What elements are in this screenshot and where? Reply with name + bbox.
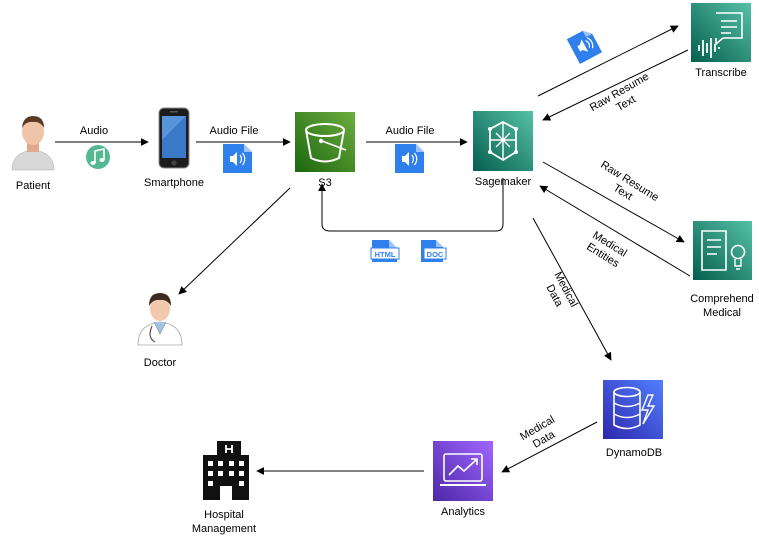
edge-sagemaker-to-s3 — [318, 178, 504, 232]
analytics-icon — [433, 441, 493, 501]
edge-sagemaker-to-dynamodb — [532, 217, 612, 361]
html-file-icon: HTML — [370, 240, 400, 262]
analytics-label: Analytics — [441, 506, 486, 518]
edges — [55, 25, 691, 475]
edge-label-raw-resume-text-1: Raw Resume Text — [588, 71, 651, 114]
edge-label-raw-resume-text-2: Raw Resume Text — [598, 159, 660, 204]
patient-icon — [11, 116, 55, 171]
sagemaker-label: Sagemaker — [475, 176, 532, 188]
hospital-icon — [203, 441, 249, 500]
audio-file-icon-3 — [566, 30, 603, 64]
music-note-icon — [86, 145, 110, 169]
s3-bucket-icon — [295, 112, 355, 172]
s3-label: S3 — [318, 177, 331, 189]
transcribe-label: Transcribe — [695, 67, 747, 79]
patient-label: Patient — [16, 180, 50, 192]
smartphone-icon — [158, 107, 190, 169]
edge-label-audio: Audio — [80, 125, 108, 137]
edge-comprehend-to-sagemaker — [539, 185, 691, 277]
edge-transcribe-to-sagemaker — [542, 49, 689, 121]
edge-sagemaker-to-transcribe — [537, 25, 679, 97]
sagemaker-icon — [473, 111, 533, 171]
comprehend-label-line2: Medical — [703, 307, 741, 319]
edge-label-audio-file-1: Audio File — [210, 125, 259, 137]
comprehend-label-line1: Comprehend — [690, 293, 754, 305]
doc-badge-label: DOC — [427, 250, 444, 259]
html-badge-label: HTML — [375, 250, 396, 259]
smartphone-label: Smartphone — [144, 177, 204, 189]
dynamodb-icon — [603, 380, 663, 439]
audio-file-icon-2 — [395, 144, 424, 173]
hospital-label-line1: Hospital — [204, 509, 244, 521]
edge-sagemaker-to-comprehend — [542, 161, 685, 243]
doc-file-icon: DOC — [421, 240, 447, 262]
hospital-label-line2: Management — [192, 523, 256, 535]
transcribe-icon — [691, 3, 751, 62]
doctor-icon — [137, 293, 183, 346]
edge-label-medical-data-1: Medical Data — [543, 270, 579, 310]
edge-label-audio-file-2: Audio File — [386, 125, 435, 137]
doctor-label: Doctor — [144, 357, 177, 369]
edge-s3-to-doctor — [178, 187, 291, 295]
audio-file-icon-1 — [223, 144, 252, 173]
dynamodb-label: DynamoDB — [606, 447, 662, 459]
comprehend-medical-icon — [693, 221, 752, 280]
edge-label-medical-data-2: Medical Data — [518, 414, 558, 451]
edge-dynamodb-to-analytics — [501, 421, 598, 473]
